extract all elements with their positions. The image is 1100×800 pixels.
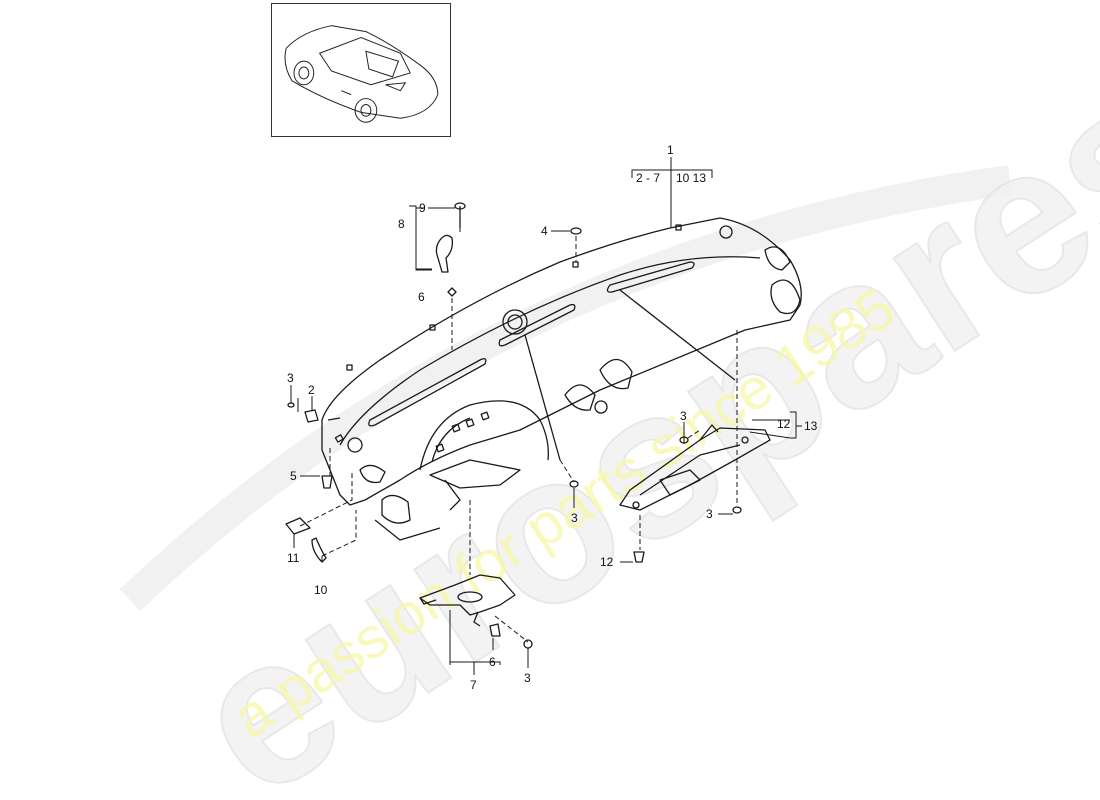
callout-3-left: 3: [287, 371, 294, 385]
bolt-part-3-right-lower: [732, 506, 742, 514]
callout-6-lower: 6: [489, 655, 496, 669]
bolt-part-3-center: [569, 480, 579, 488]
callout-1: 1: [667, 143, 674, 157]
grommet-part-12: [633, 551, 645, 563]
callout-13: 13: [804, 419, 818, 433]
callout-11: 11: [287, 551, 300, 565]
callout-3-lower: 3: [524, 671, 531, 685]
callout-group-10-13: 10 13: [676, 171, 707, 185]
callout-5: 5: [290, 469, 297, 483]
lower-center-bracket: [419, 574, 516, 616]
nut-part-4: [570, 227, 582, 235]
callout-group-2-7: 2 - 7: [636, 171, 661, 185]
callout-12-lower: 12: [600, 555, 614, 569]
clip-part-11: [285, 517, 311, 535]
callout-7: 7: [470, 678, 477, 692]
callout-9: 9: [419, 201, 426, 215]
car-convertible-icon: [284, 25, 439, 123]
bracket-part-8: [435, 234, 454, 273]
callout-2: 2: [308, 383, 315, 397]
callout-3-right-upper: 3: [680, 409, 687, 423]
callout-6-upper: 6: [418, 290, 425, 304]
clip-part-2: [304, 409, 319, 423]
dashboard-carrier-outline: [321, 217, 802, 506]
trim-part-10: [311, 537, 327, 563]
callout-10: 10: [314, 583, 328, 597]
bolt-part-3-lower: [523, 639, 533, 649]
callout-8: 8: [398, 217, 405, 231]
callout-3-right-lower: 3: [706, 507, 713, 521]
clip-part-6-upper: [447, 287, 457, 297]
callout-4: 4: [541, 224, 548, 238]
bolt-part-3-left: [287, 402, 295, 408]
callout-3-center: 3: [571, 511, 578, 525]
clip-part-5: [321, 475, 333, 489]
vehicle-thumbnail: [271, 3, 451, 137]
clip-part-6-lower: [489, 623, 501, 637]
callout-12-right: 12: [777, 417, 791, 431]
